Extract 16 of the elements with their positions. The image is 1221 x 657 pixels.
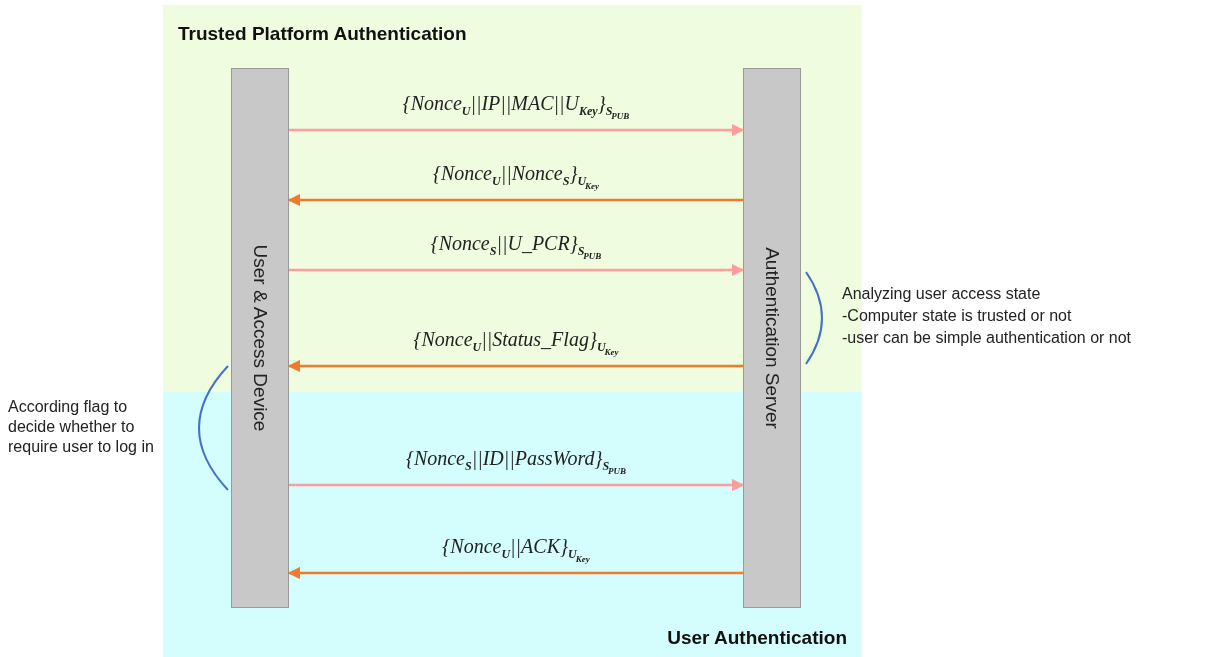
message-arrow	[289, 123, 745, 137]
lifeline-label: Authentication Server	[761, 247, 783, 429]
section-title: User Authentication	[667, 627, 847, 649]
message-arrow	[287, 566, 743, 580]
section-title: Trusted Platform Authentication	[178, 23, 467, 45]
annotation-note: -user can be simple authentication or not	[842, 328, 1133, 348]
annotation-note: -Computer state is trusted or not	[842, 306, 1073, 326]
message-arrow	[289, 478, 745, 492]
annotation-note: According flag to decide whether to require user to log in	[8, 397, 155, 457]
lifeline-bar	[743, 68, 801, 608]
lifeline-label: User & Access Device	[249, 244, 271, 432]
message-arrow	[289, 263, 745, 277]
message-arrow	[287, 193, 743, 207]
message-arrow	[287, 359, 743, 373]
lifeline-bar	[231, 68, 289, 608]
annotation-note: Analyzing user access state	[842, 284, 1042, 304]
